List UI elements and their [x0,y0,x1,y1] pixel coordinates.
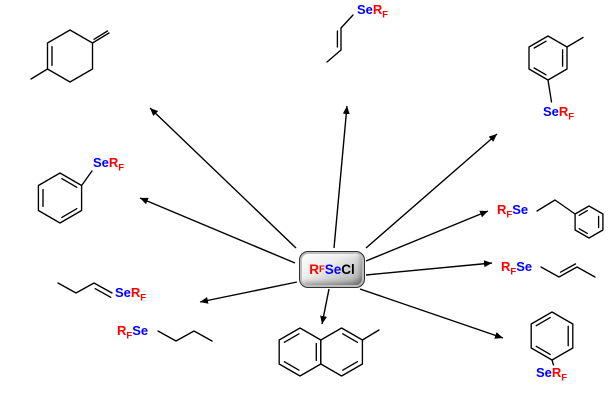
label-bottom-left-upper-serf: SeRF [115,286,146,306]
structure-bottom-left-chain-a [57,282,113,298]
se-fragment: Se [536,365,552,380]
r-fragment: R [108,155,119,170]
reaction-arrows [139,105,504,339]
se-fragment: Se [132,323,149,338]
label-left-serf: SeRF [93,156,124,176]
r-fragment: R [558,104,569,119]
r-fragment: R [117,323,127,338]
se-fragment: Se [357,2,373,17]
structure-top-right-aryl [528,35,584,103]
structure-left-aryl [37,170,93,224]
label-top-center-serf: SeRF [357,3,388,23]
label-bottom-right-serf: SeRF [536,366,567,386]
arrow-to-top-right [365,133,498,249]
r-fragment: R [309,262,319,277]
arrow-to-left [139,197,296,264]
f-subscript-fragment: F [561,372,568,384]
structure-top-left-ring [30,29,110,83]
se-fragment: Se [115,285,131,300]
arrow-to-top-center [333,105,350,249]
structure-bottom-center-fused-rings [278,327,380,377]
arrow-to-bottom-right [359,288,504,339]
f-subscript-fragment: F [510,266,517,278]
f-subscript-fragment: F [568,111,575,123]
arrow-to-bottom-center [320,288,330,325]
arrow-to-right-upper [365,210,489,262]
structure-top-center-vinyl [326,14,354,63]
structure-bottom-right-aryl [530,311,574,366]
se-fragment: Se [512,202,529,217]
f-subscript-fragment: F [126,330,133,342]
f-subscript-fragment: F [506,209,513,221]
r-fragment: R [551,365,562,380]
arrow-to-top-left [149,107,297,249]
se-fragment: Se [516,259,533,274]
arrow-to-bottom-left [199,281,298,304]
f-subscript-fragment: F [382,9,389,21]
label-top-right-serf: SeRF [543,105,574,125]
arrow-to-right-lower [365,260,493,276]
label-right-upper-rfse: RFSe [497,203,528,223]
structure-right-upper-allyl-aryl [536,199,604,239]
r-fragment: R [497,202,507,217]
f-subscript-fragment: F [140,292,147,304]
r-fragment: R [130,285,141,300]
se-fragment: Se [543,104,559,119]
r-fragment: R [372,2,383,17]
se-fragment: Se [93,155,109,170]
structure-bottom-left-chain-b [157,330,213,342]
structure-right-lower-alkene [540,263,596,278]
r-fragment: R [501,259,511,274]
label-bottom-left-lower-rfse: RFSe [117,324,148,344]
label-right-lower-rfse: RFSe [501,260,532,280]
f-subscript-fragment: F [318,264,325,275]
cl-fragment: Cl [341,262,355,277]
f-subscript-fragment: F [118,162,125,174]
se-fragment: Se [324,262,342,277]
